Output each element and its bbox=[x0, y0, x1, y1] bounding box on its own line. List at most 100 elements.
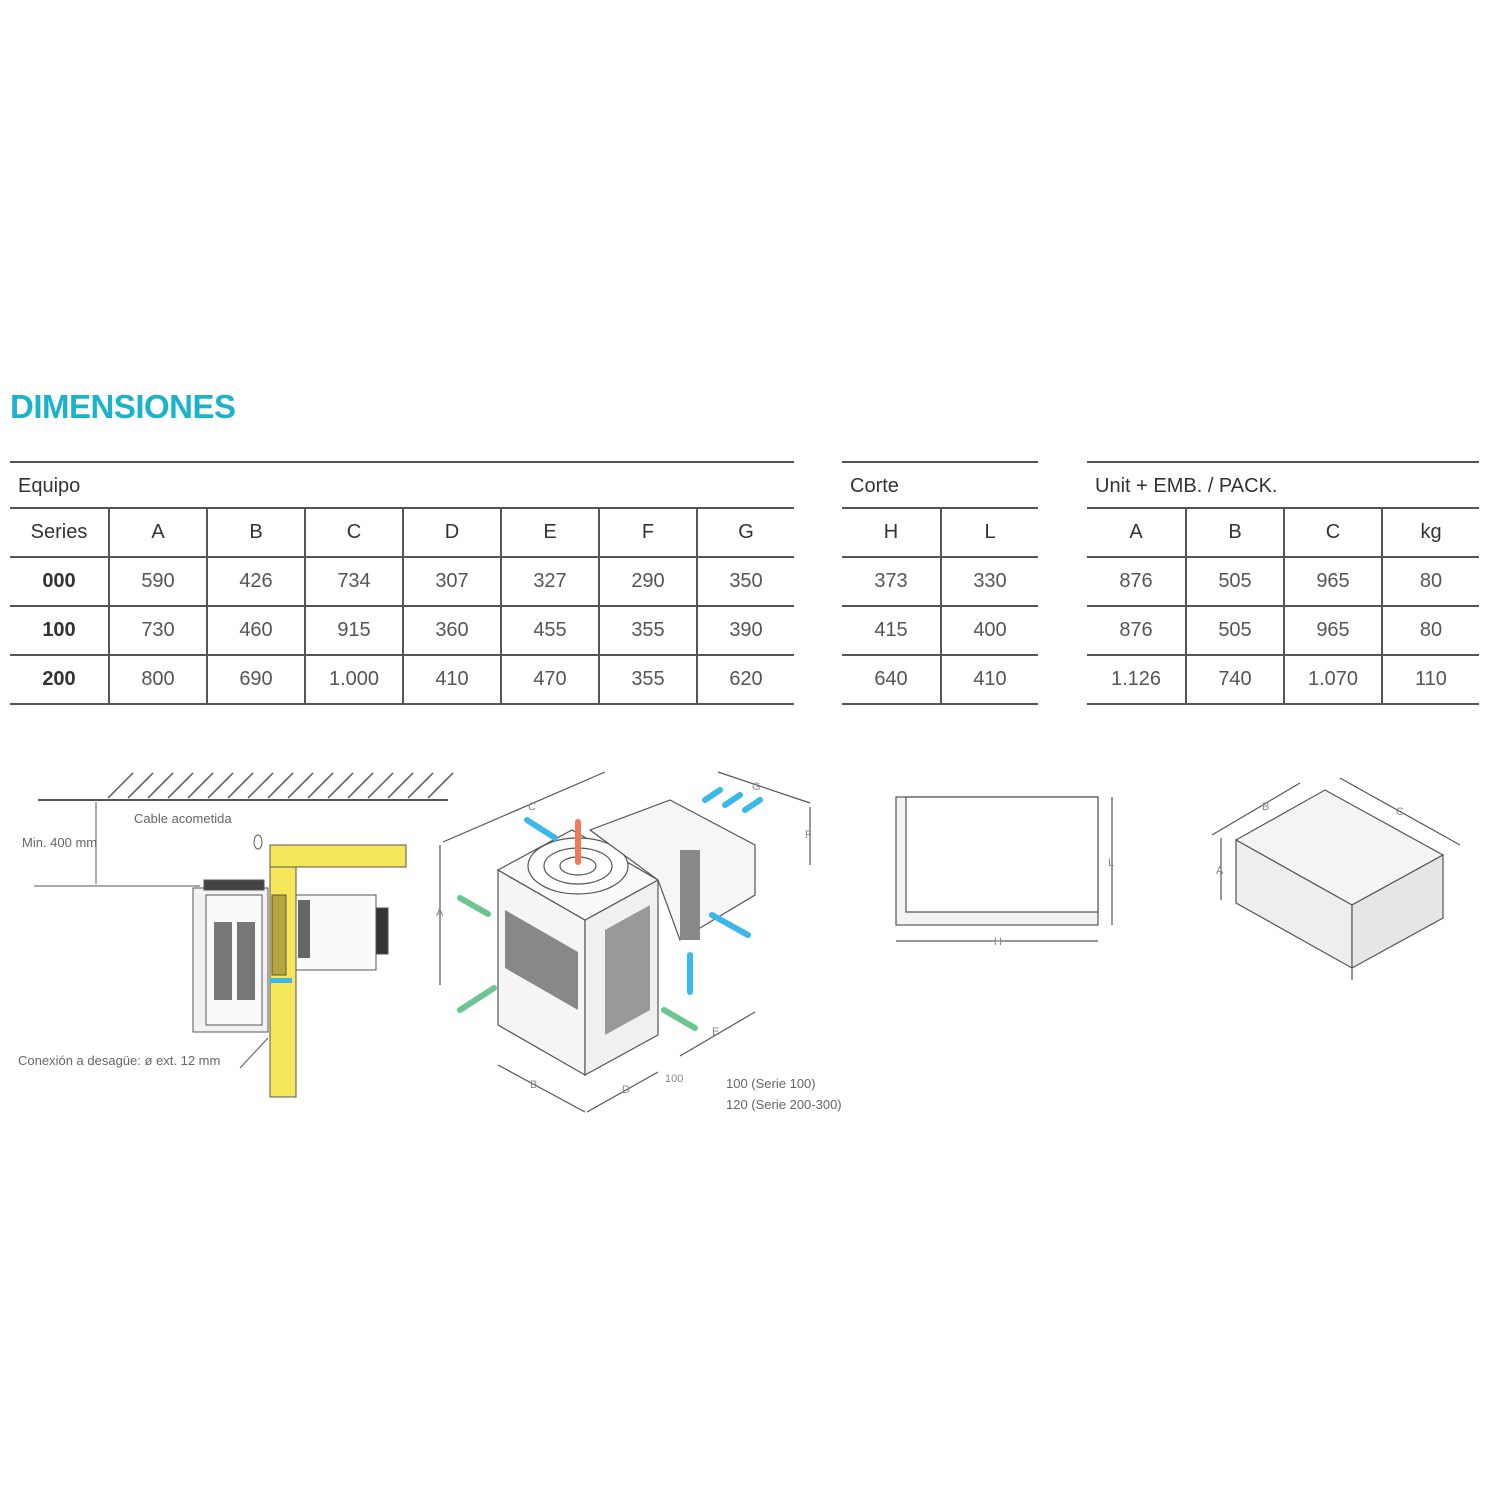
cutout-diagram bbox=[895, 796, 1113, 942]
package-diagram bbox=[1211, 777, 1461, 980]
table-caption: Equipo bbox=[10, 461, 794, 509]
table-cell: 307 bbox=[402, 558, 500, 605]
ceiling-hatch bbox=[107, 772, 134, 799]
table-cell: 915 bbox=[304, 607, 402, 654]
column-header: H bbox=[883, 521, 899, 543]
ceiling-hatch bbox=[287, 772, 314, 799]
column-header: B bbox=[206, 509, 304, 556]
ceiling-hatch bbox=[207, 772, 234, 799]
column-header: C bbox=[1283, 509, 1381, 556]
column-header: G bbox=[696, 509, 794, 556]
column-header: A bbox=[108, 509, 206, 556]
table-cell: 410 bbox=[402, 656, 500, 703]
air-in-arrow bbox=[709, 912, 751, 938]
table-cell: 455 bbox=[500, 607, 598, 654]
table-row: 373 330 bbox=[842, 558, 1038, 607]
column-header: C bbox=[304, 509, 402, 556]
pack-dim-b-label: B bbox=[1262, 801, 1269, 813]
page-title: DIMENSIONES bbox=[10, 388, 236, 425]
table-cell: 110 bbox=[1381, 656, 1479, 703]
column-header: F bbox=[598, 509, 696, 556]
ceiling-hatch bbox=[167, 772, 194, 799]
note-serie-100: 100 (Serie 100) bbox=[726, 1076, 816, 1091]
table-cell: 640 bbox=[874, 668, 908, 690]
cable-label: Cable acometida bbox=[134, 811, 232, 826]
table-row: 415 400 bbox=[842, 607, 1038, 656]
air-out-arrow bbox=[722, 792, 743, 808]
ceiling-hatch bbox=[387, 772, 414, 799]
ceiling-hatch bbox=[127, 772, 154, 799]
dim-a-label: A bbox=[436, 907, 444, 919]
table-cell: 000 bbox=[42, 570, 76, 592]
dim-d-label: D bbox=[622, 1084, 630, 1096]
airflow-arrows bbox=[457, 787, 763, 1031]
table-cell: 373 bbox=[874, 570, 908, 592]
table-caption: Corte bbox=[842, 461, 1038, 509]
ceiling-hatch bbox=[367, 772, 394, 799]
unit-diagram bbox=[439, 771, 811, 1113]
ceiling-hatch bbox=[267, 772, 294, 799]
pack-dim-c-label: C bbox=[1396, 806, 1404, 818]
ceiling-hatch bbox=[227, 772, 254, 799]
ceiling-hatch bbox=[247, 772, 274, 799]
table-cell: 80 bbox=[1381, 607, 1479, 654]
column-header: Series bbox=[30, 521, 88, 543]
table-caption: Unit + EMB. / PACK. bbox=[1087, 461, 1479, 509]
column-header: E bbox=[500, 509, 598, 556]
dim-e-label: E bbox=[712, 1026, 719, 1038]
dim-b-label: B bbox=[530, 1079, 537, 1091]
table-cell: 360 bbox=[402, 607, 500, 654]
dim-c-label: C bbox=[528, 801, 536, 813]
table-cell: 80 bbox=[1381, 558, 1479, 605]
air-in-arrow bbox=[524, 817, 558, 841]
dim-h-label: H bbox=[994, 936, 1002, 948]
table-cell: 355 bbox=[598, 607, 696, 654]
drain-label: Conexión a desagüe: ø ext. 12 mm bbox=[18, 1053, 220, 1068]
gap-label: 100 bbox=[665, 1073, 683, 1085]
installation-diagram bbox=[34, 772, 454, 1098]
table-cell: 460 bbox=[206, 607, 304, 654]
table-cell: 800 bbox=[108, 656, 206, 703]
table-cell: 505 bbox=[1185, 558, 1283, 605]
table-cell: 100 bbox=[42, 619, 76, 641]
air-in-arrow bbox=[661, 1007, 698, 1031]
min-height-label: Min. 400 mm bbox=[22, 835, 97, 850]
table-cell: 390 bbox=[696, 607, 794, 654]
table-cell: 730 bbox=[108, 607, 206, 654]
pack-dim-a-label: A bbox=[1216, 865, 1224, 877]
table-cell: 426 bbox=[206, 558, 304, 605]
table-cell: 400 bbox=[940, 607, 1038, 654]
table-cell: 327 bbox=[500, 558, 598, 605]
table-cell: 355 bbox=[598, 656, 696, 703]
table-cell: 415 bbox=[874, 619, 908, 641]
air-in-arrow bbox=[457, 895, 491, 917]
column-header: D bbox=[402, 509, 500, 556]
column-header: kg bbox=[1381, 509, 1479, 556]
ceiling-hatch bbox=[147, 772, 174, 799]
table-cell: 620 bbox=[696, 656, 794, 703]
table-cell: 1.070 bbox=[1283, 656, 1381, 703]
column-header: A bbox=[1129, 521, 1143, 543]
table-cell: 876 bbox=[1119, 570, 1153, 592]
dim-g-label: G bbox=[752, 781, 761, 793]
table-cell: 965 bbox=[1283, 558, 1381, 605]
note-serie-200-300: 120 (Serie 200-300) bbox=[726, 1097, 842, 1112]
table-cell: 1.000 bbox=[304, 656, 402, 703]
table-cell: 330 bbox=[940, 558, 1038, 605]
table-cell: 200 bbox=[42, 668, 76, 690]
ceiling-hatch bbox=[347, 772, 374, 799]
column-header: B bbox=[1185, 509, 1283, 556]
table-cell: 734 bbox=[304, 558, 402, 605]
ceiling-hatch bbox=[187, 772, 214, 799]
